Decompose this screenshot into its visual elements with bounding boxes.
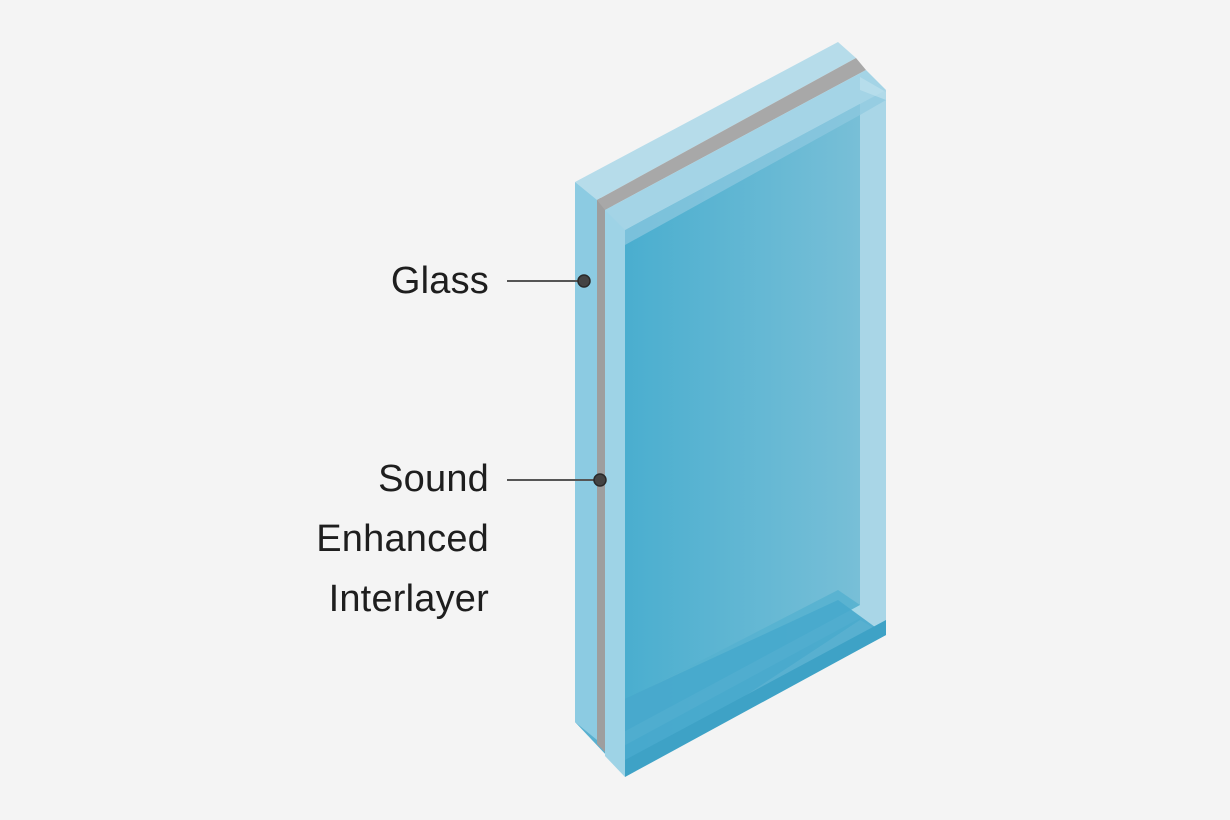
back-pane-right-edge (860, 77, 886, 635)
glass-leader-dot (577, 274, 591, 288)
bottom-face (575, 600, 886, 775)
back-pane-front-face (625, 100, 860, 775)
interlayer-label-line-1: Sound (378, 458, 489, 500)
interlayer-leader-dot (593, 473, 607, 487)
interlayer-label-line-2: Enhanced (316, 518, 489, 560)
front-pane-edge (575, 182, 597, 740)
inner-top-bevel (625, 90, 886, 245)
bottom-front-strip (625, 620, 886, 777)
back-pane-edge (605, 200, 625, 777)
top-interlayer-strip (597, 58, 866, 210)
interlayer-label: Sound Enhanced Interlayer (316, 449, 489, 629)
top-face-front-pane (575, 42, 856, 200)
top-face-back-pane (605, 70, 886, 230)
interlayer-label-line-3: Interlayer (328, 578, 489, 620)
glass-label-text: Glass (390, 260, 489, 302)
glass-label: Glass (391, 251, 489, 311)
right-edge-highlight (860, 77, 886, 100)
